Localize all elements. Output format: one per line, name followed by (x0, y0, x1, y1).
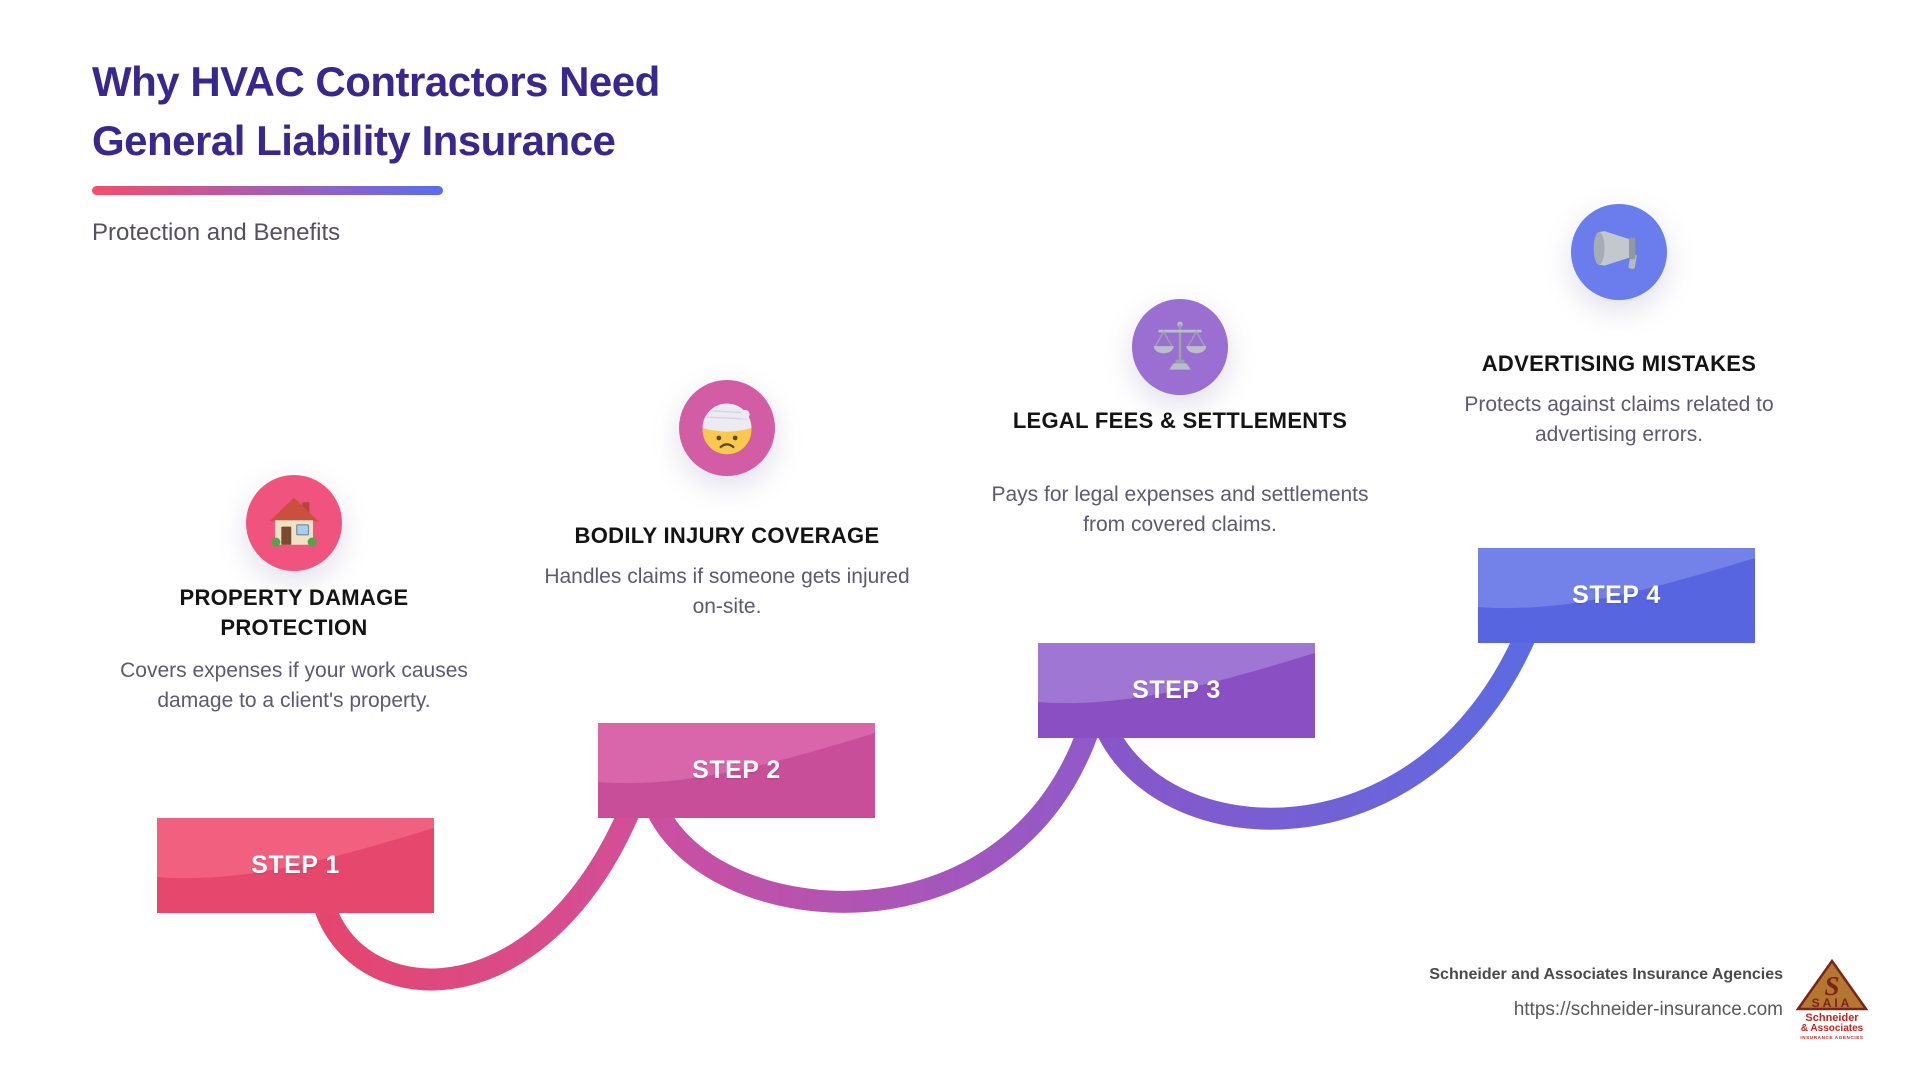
logo-triangle (1795, 958, 1869, 1011)
step-4-description: Protects against claims related to adver… (1464, 393, 1774, 446)
logo-acronym: SAIA (1812, 996, 1853, 1010)
banner-highlight-wave (598, 723, 875, 784)
page-title-line-2: General Liability Insurance (92, 117, 616, 164)
title-underline (92, 186, 443, 195)
step-2-description: Handles claims if someone gets injured o… (544, 565, 910, 618)
step-3-banner-label: STEP 3 (1132, 676, 1221, 704)
step-3-banner: STEP 3 (1038, 643, 1315, 738)
footer-company-name: Schneider and Associates Insurance Agenc… (1429, 966, 1783, 983)
connector-curve-step3-step4 (1087, 587, 1551, 830)
step-1-icon-circle (246, 475, 342, 571)
step-1-banner: STEP 1 (157, 818, 434, 913)
step-4-title: ADVERTISING MISTAKES (1481, 351, 1757, 376)
step-3-description: Pays for legal expenses and settlements … (991, 483, 1369, 536)
house-icon (269, 497, 319, 547)
step-1-banner-label: STEP 1 (251, 851, 340, 879)
page-title-line-1: Why HVAC Contractors Need (92, 58, 660, 105)
page-subtitle: Protection and Benefits (92, 219, 341, 246)
logo-s-monogram: S (1824, 971, 1839, 1001)
step-2-banner: STEP 2 (598, 723, 875, 818)
step-1-description: Covers expenses if your work causes dama… (120, 659, 468, 712)
connector-curve-step2-step3 (639, 677, 1111, 913)
step-1-title: PROPERTY DAMAGE PROTECTION (179, 585, 409, 640)
step-4-banner: STEP 4 (1478, 548, 1755, 643)
logo-name-line-2: & Associates (1801, 1023, 1864, 1034)
step-3-title: LEGAL FEES & SETTLEMENTS (1012, 408, 1348, 433)
step-2-icon-circle (679, 380, 775, 476)
step-4-banner-label: STEP 4 (1572, 581, 1661, 609)
banner-highlight-wave (1478, 548, 1755, 609)
company-logo: S SAIA Schneider & Associates INSURANCE … (1795, 958, 1869, 1040)
face-with-head-bandage-icon (702, 403, 752, 455)
banner-highlight-wave (1038, 643, 1315, 704)
step-3-icon-circle (1132, 299, 1228, 395)
connector-curve-step1-step2 (309, 759, 656, 991)
logo-name-line-1: Schneider (1805, 1012, 1859, 1024)
balance-scale-icon (1153, 321, 1207, 370)
step-2-title: BODILY INJURY COVERAGE (574, 523, 880, 548)
megaphone-icon (1593, 231, 1637, 269)
header: Why HVAC Contractors Need General Liabil… (92, 52, 660, 247)
footer-website-url: https://schneider-insurance.com (1513, 999, 1783, 1020)
banner-highlight-wave (157, 818, 434, 879)
step-2-banner-label: STEP 2 (692, 756, 781, 784)
logo-name-line-3: INSURANCE AGENCIES (1800, 1035, 1863, 1040)
step-4-icon-circle (1571, 204, 1667, 300)
